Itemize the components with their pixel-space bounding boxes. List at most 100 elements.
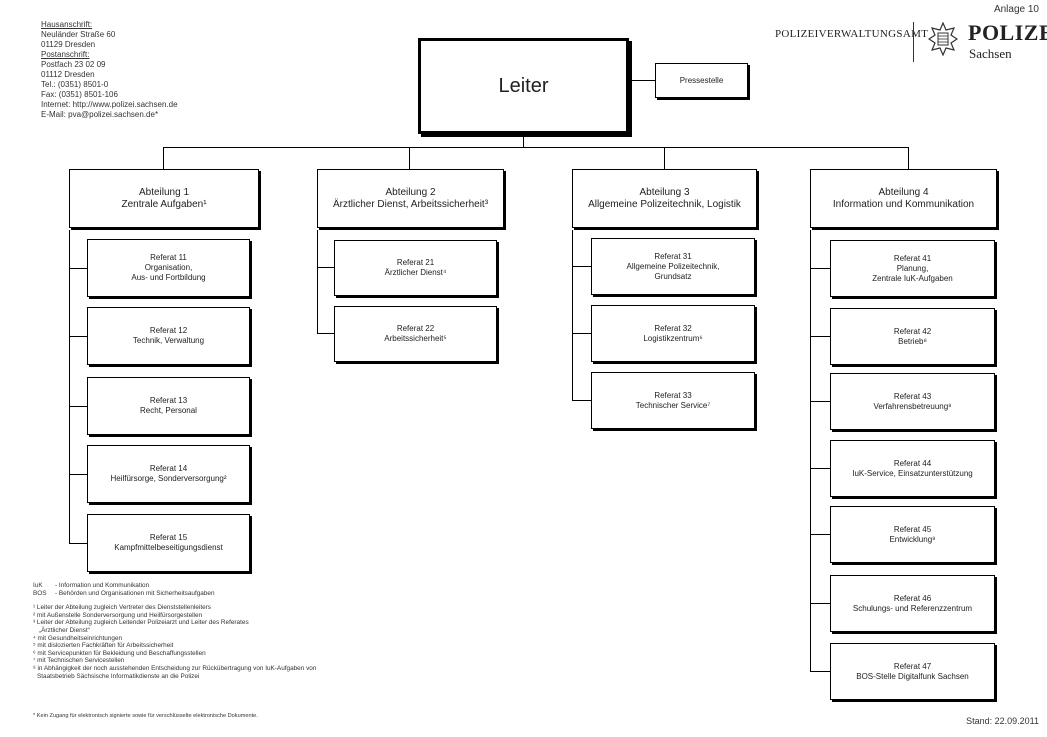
department-subtitle: Information und Kommunikation [832,198,975,210]
footnote: ³ Leiter der Abteilung zugleich Leitende… [33,619,249,627]
referat-44-box: Referat 44 IuK-Service, Einsatzunterstüt… [830,440,995,497]
referat-title: Referat 22 [396,324,435,333]
referat-21-box: Referat 21 Ärztlicher Dienst⁴ [334,240,497,296]
dept3-connector [664,147,665,169]
referat-line: Planung, [896,263,929,273]
department-box-4: Abteilung 4 Information und Kommunikatio… [810,169,997,228]
branch-line [69,406,87,407]
branch-line [317,267,334,268]
referat-line: Technik, Verwaltung [132,336,205,345]
email-link[interactable]: E-Mail: pva@polizei.sachsen.de* [41,110,159,119]
branch-line [572,266,591,267]
department-subtitle: Zentrale Aufgaben¹ [121,198,207,210]
dept2-spine [317,230,318,334]
referat-title: Referat 11 [150,253,187,262]
footnote: „Ärztlicher Dienst“ [39,626,90,634]
referat-title: Referat 33 [654,390,692,400]
department-subtitle: Ärztlicher Dienst, Arbeitssicherheit³ [332,198,489,210]
referat-line: Organisation, [144,263,193,272]
referat-title: Referat 31 [654,251,692,261]
referat-line: Betrieb⁸ [898,336,927,346]
referat-line: Aus- und Fortbildung [131,273,206,282]
branch-line [810,268,830,269]
referat-line: Allgemeine Polizeitechnik, [626,261,720,271]
referat-title: Referat 32 [654,323,692,333]
branch-line [69,336,87,337]
referat-line: BOS-Stelle Digitalfunk Sachsen [856,671,969,681]
legend-block: IuK - Information und Kommunikation BOS … [33,582,433,680]
abbreviation-text: - Information und Kommunikation [55,582,150,589]
referat-15-box: Referat 15 Kampfmittelbeseitigungsdienst [87,514,250,572]
leiter-connector [523,137,524,147]
referat-line: Arbeitssicherheit⁵ [384,334,447,343]
branch-line [810,468,830,469]
footnote: ² mit Außenstelle Sonderversorgung und H… [33,611,203,619]
branch-line [810,671,830,672]
department-bus-line [163,147,908,148]
department-title: Abteilung 3 [639,186,690,198]
footnote: Staatsbetrieb Sächsische Informatikdiens… [37,672,200,680]
abbreviation: BOS [33,589,47,597]
stand-date: Stand: 22.09.2011 [966,716,1039,726]
referat-line: Grundsatz [654,271,692,281]
referat-line: Technischer Service⁷ [635,400,711,410]
referat-line: Zentrale IuK-Aufgaben [872,273,953,283]
department-title: Abteilung 4 [878,186,929,198]
referat-title: Referat 46 [893,593,932,603]
haus-city: 01129 Dresden [41,40,96,49]
dept2-connector [409,147,410,169]
department-title: Abteilung 2 [385,186,436,198]
referat-title: Referat 45 [893,524,932,534]
referat-line: Verfahrensbetreuung⁸ [873,401,952,411]
leiter-box: Leiter [418,38,629,134]
pressestelle-box: Pressestelle [655,63,748,98]
logo-title: POLIZEI [968,20,1047,45]
star-note: * Kein Zugang für elektronisch signierte… [33,713,258,719]
fax-number: Fax: (0351) 8501-106 [41,90,118,99]
abbreviation-row: BOS - Behörden und Organisationen mit Si… [33,590,433,598]
referat-47-box: Referat 47 BOS-Stelle Digitalfunk Sachse… [830,643,995,700]
dept4-connector [908,147,909,169]
footnote: ⁴ mit Gesundheitseinrichtungen [33,634,123,642]
referat-42-box: Referat 42 Betrieb⁸ [830,308,995,365]
referat-title: Referat 13 [149,396,188,405]
referat-title: Referat 15 [149,533,188,542]
referat-22-box: Referat 22 Arbeitssicherheit⁵ [334,306,497,362]
footnote: ⁷ mit Technischen Servicestellen [33,657,125,665]
dept1-spine [69,230,70,544]
branch-line [810,401,830,402]
agency-name: POLIZEIVERWALTUNGSAMT [775,28,929,40]
department-box-1: Abteilung 1 Zentrale Aufgaben¹ [69,169,259,228]
footnote: ¹ Leiter der Abteilung zugleich Vertrete… [33,604,211,612]
address-block: Hausanschrift: Neuländer Straße 60 01129… [41,20,261,120]
anlage-label: Anlage 10 [993,4,1039,15]
referat-line: Schulungs- und Referenzzentrum [852,603,973,613]
branch-line [810,336,830,337]
dept4-spine [810,230,811,672]
phone-number: Tel.: (0351) 8501-0 [41,80,109,89]
branch-line [572,333,591,334]
branch-line [69,268,87,269]
internet-link[interactable]: Internet: http://www.polizei.sachsen.de [41,100,178,109]
referat-title: Referat 47 [893,661,932,671]
referat-title: Referat 12 [149,326,188,335]
dept3-spine [572,230,573,401]
referat-line: Heilfürsorge, Sonderversorgung² [110,474,227,483]
referat-43-box: Referat 43 Verfahrensbetreuung⁸ [830,373,995,430]
leiter-label: Leiter [498,74,549,97]
referat-46-box: Referat 46 Schulungs- und Referenzzentru… [830,575,995,632]
referat-line: Recht, Personal [140,406,197,415]
pressestelle-connector [631,80,656,81]
footnote: ⁸ in Abhängigkeit der noch ausstehenden … [33,664,317,672]
logo-divider [913,22,914,62]
branch-line [810,603,830,604]
referat-13-box: Referat 13 Recht, Personal [87,377,250,435]
referat-33-box: Referat 33 Technischer Service⁷ [591,372,755,429]
department-title: Abteilung 1 [138,186,190,198]
abbreviation-row: IuK - Information und Kommunikation [33,582,433,590]
referat-title: Referat 43 [893,391,932,401]
referat-line: Logistikzentrum⁶ [643,333,703,343]
referat-32-box: Referat 32 Logistikzentrum⁶ [591,305,755,362]
department-box-3: Abteilung 3 Allgemeine Polizeitechnik, L… [572,169,757,228]
referat-41-box: Referat 41 Planung, Zentrale IuK-Aufgabe… [830,240,995,297]
